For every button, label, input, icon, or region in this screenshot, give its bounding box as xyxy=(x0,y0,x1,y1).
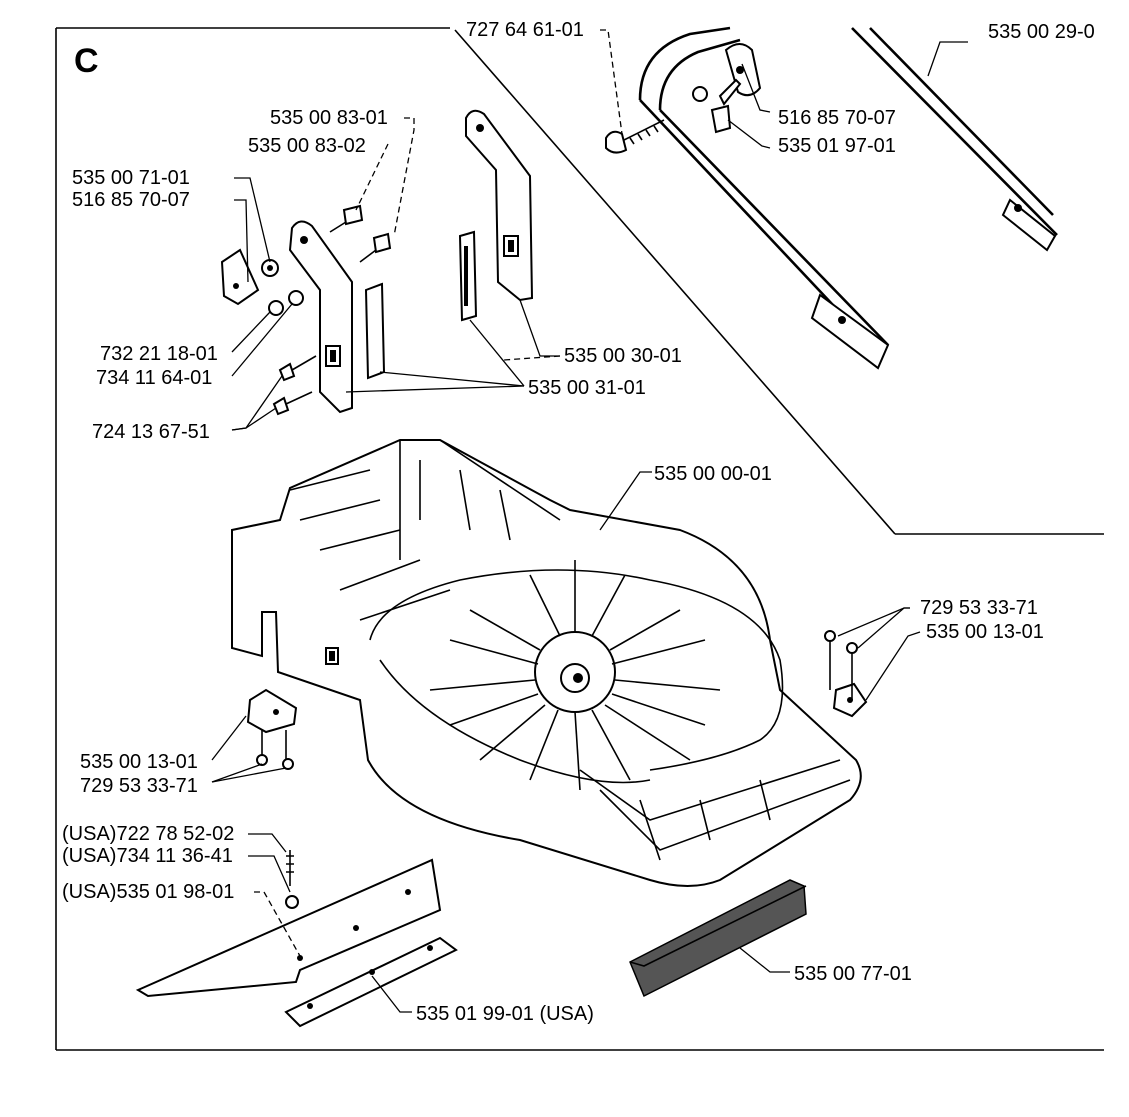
label-535-00-29: 535 00 29-0 xyxy=(988,21,1095,43)
label-535-00-31-01: 535 00 31-01 xyxy=(528,377,646,399)
mulch-plug xyxy=(629,879,807,998)
bracket-assembly xyxy=(220,109,534,416)
label-535-00-71-01: 535 00 71-01 xyxy=(72,167,190,189)
label-729-53-33-71-right: 729 53 33-71 xyxy=(920,597,1038,619)
label-516-85-70-07-left: 516 85 70-07 xyxy=(72,189,190,211)
section-letter: C xyxy=(74,42,99,80)
label-535-00-30-01: 535 00 30-01 xyxy=(564,345,682,367)
mower-deck xyxy=(231,439,862,887)
usa-strip xyxy=(284,936,458,1028)
label-516-85-70-07-top: 516 85 70-07 xyxy=(778,107,896,129)
leader-lines xyxy=(211,29,968,1013)
label-734-11-36-41: (USA)734 11 36-41 xyxy=(62,845,233,867)
label-732-21-18-01: 732 21 18-01 xyxy=(100,343,218,365)
label-729-53-33-71-left: 729 53 33-71 xyxy=(80,775,198,797)
part-labels: 727 64 61-01 535 00 29-0 516 85 70-07 53… xyxy=(62,19,1095,1025)
wheel-bracket-left xyxy=(246,688,298,770)
handle-assembly xyxy=(605,26,1058,370)
label-535-00-77-01: 535 00 77-01 xyxy=(794,963,912,985)
label-535-01-98-01: (USA)535 01 98-01 xyxy=(62,881,234,903)
label-722-78-52-02: (USA)722 78 52-02 xyxy=(62,823,234,845)
label-535-00-00-01: 535 00 00-01 xyxy=(654,463,772,485)
label-535-00-83-01: 535 00 83-01 xyxy=(270,107,388,129)
label-535-00-83-02: 535 00 83-02 xyxy=(248,135,366,157)
diagram-frame xyxy=(55,27,1104,1051)
label-724-13-67-51: 724 13 67-51 xyxy=(92,421,210,443)
label-535-00-13-01-left: 535 00 13-01 xyxy=(80,751,198,773)
usa-guard-plate xyxy=(135,850,442,998)
label-535-00-13-01-right: 535 00 13-01 xyxy=(926,621,1044,643)
label-535-01-97-01: 535 01 97-01 xyxy=(778,135,896,157)
label-535-01-99-01: 535 01 99-01 (USA) xyxy=(416,1003,594,1025)
label-734-11-64-01: 734 11 64-01 xyxy=(96,367,212,389)
wheel-bracket-right xyxy=(824,630,868,718)
label-727-64-61-01: 727 64 61-01 xyxy=(466,19,584,41)
